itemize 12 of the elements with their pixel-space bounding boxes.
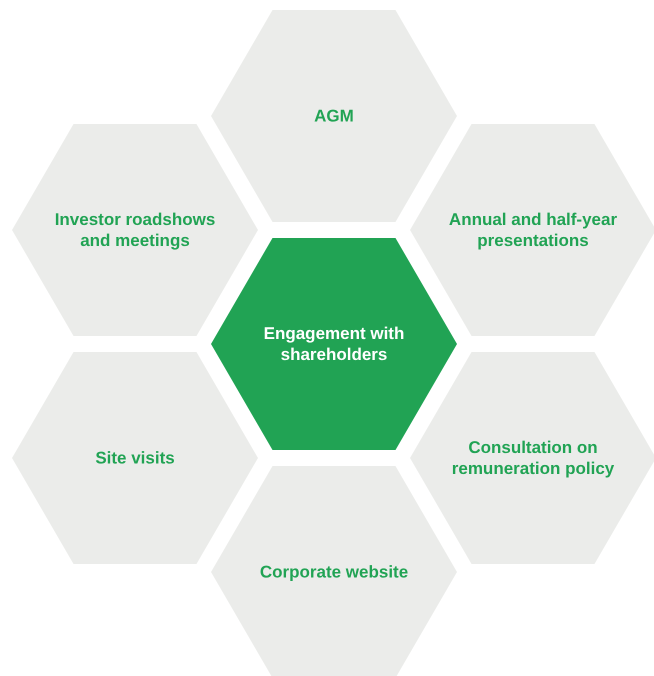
tile-label: Annual and half-year presentations [448, 209, 618, 251]
tile-label: AGM [313, 106, 355, 126]
hexagon-tile [410, 124, 654, 336]
tile-label: Consultation on remuneration policy [450, 437, 616, 479]
hexagon-tile [211, 238, 457, 450]
tile-label: Engagement with shareholders [262, 323, 406, 365]
hexagon-tile [12, 124, 258, 336]
tile-label: Corporate website [258, 562, 410, 582]
tile-label: Investor roadshows and meetings [54, 209, 216, 251]
hexagon-tile [410, 352, 654, 564]
tile-label: Site visits [94, 448, 176, 468]
hexagon-tile [12, 352, 258, 564]
